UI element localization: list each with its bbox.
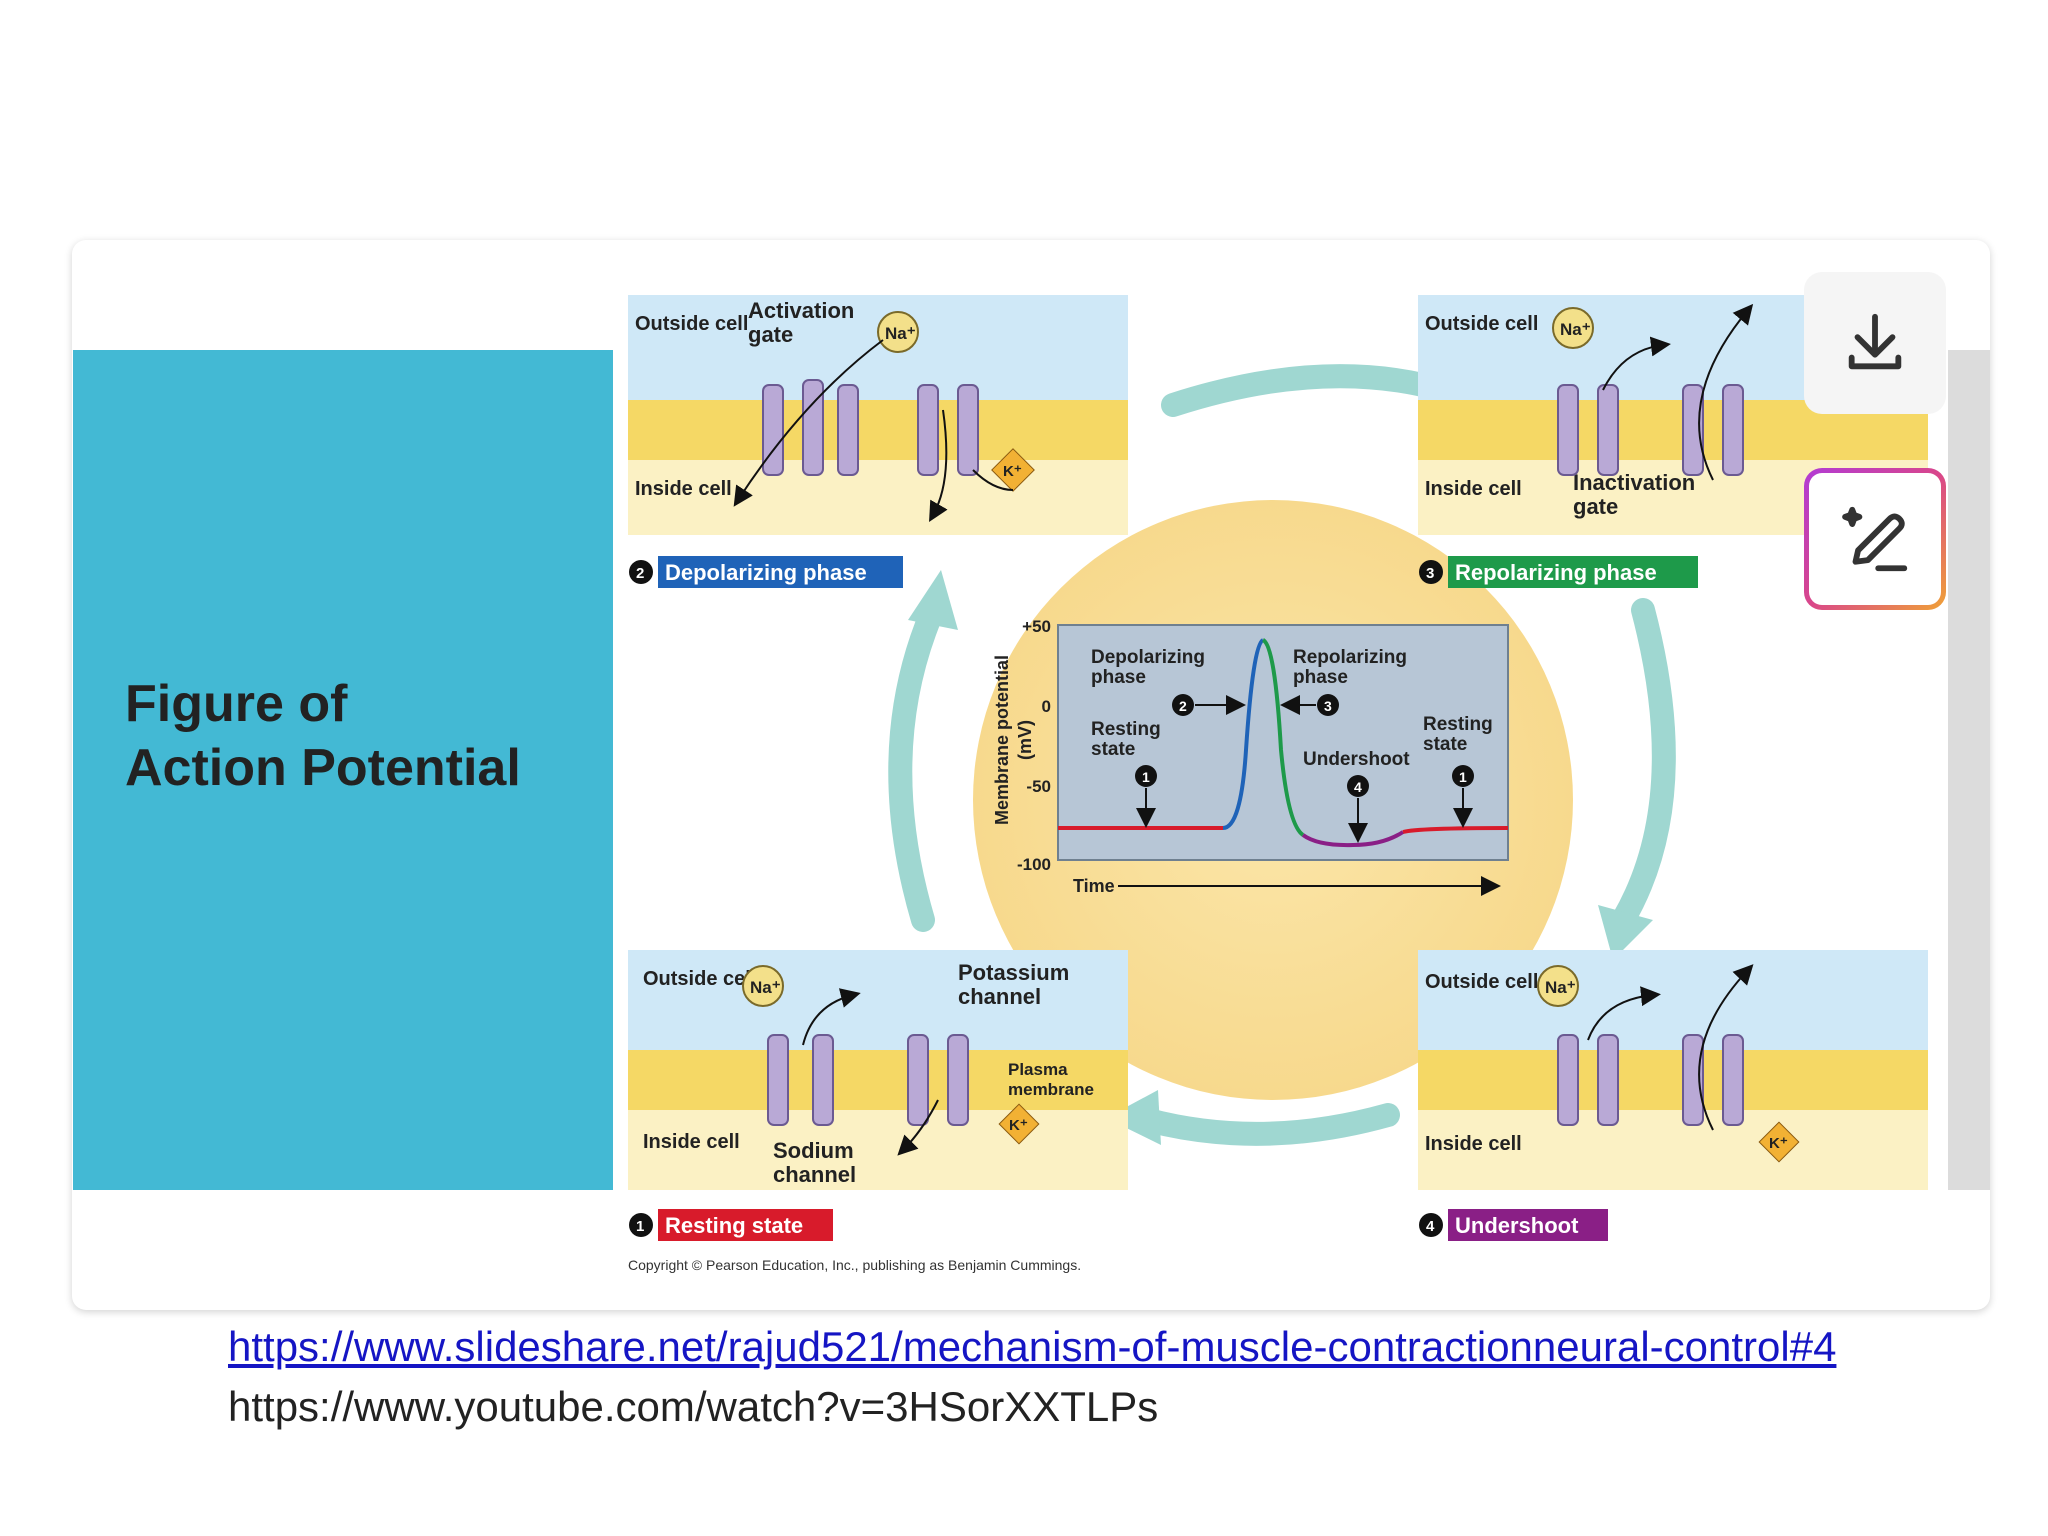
membrane-potential-graph: Membrane potential (mV) +50 0 -50 -100 T… (992, 617, 1509, 896)
graph-marker-3: 3 (1324, 698, 1332, 714)
phase4-number: 4 (1426, 1218, 1435, 1235)
phase1-label: Resting state (665, 1213, 803, 1238)
slide-title: Figure of Action Potential (125, 672, 521, 800)
inactivation-gate-label-1: Inactivation (1573, 470, 1695, 495)
inside-cell-label: Inside cell (1425, 1133, 1522, 1155)
title-panel: Figure of Action Potential (73, 350, 613, 1190)
magic-edit-icon (1842, 506, 1908, 572)
cycle-arrow-left (888, 598, 945, 932)
graph-rest-left-label-2: state (1091, 739, 1135, 760)
outside-cell-label: Outside cell (635, 313, 748, 335)
graph-rest-right-label-2: state (1423, 734, 1467, 755)
panel-undershoot: Outside cell Inside cell Na⁺ K⁺ 4 Unders… (1418, 950, 1928, 1241)
download-icon (1848, 313, 1902, 370)
cycle-arrow-bottom (1136, 1103, 1400, 1146)
graph-repol-label-1: Repolarizing (1293, 647, 1407, 668)
phase3-label: Repolarizing phase (1455, 560, 1657, 585)
ytick-plus50: +50 (1022, 617, 1051, 636)
ytick-0: 0 (1042, 697, 1051, 716)
activation-gate-label-2: gate (748, 322, 793, 347)
graph-undershoot-label: Undershoot (1303, 749, 1410, 770)
right-edge-band (1948, 350, 1990, 1190)
undershoot-trace (1301, 830, 1405, 848)
cycle-arrow-bottom-head (1106, 1090, 1161, 1145)
graph-rest-right-label-1: Resting (1423, 714, 1493, 735)
slide-title-line2: Action Potential (125, 739, 521, 797)
graph-marker-4: 4 (1354, 779, 1362, 795)
plasma-membrane-label-2: membrane (1008, 1080, 1094, 1099)
repolarizing-trace (1261, 638, 1305, 837)
slide-title-line1: Figure of (125, 675, 348, 733)
panel-depolarizing: Outside cell Inside cell Activation gate… (628, 295, 1128, 588)
sodium-channel-label-1: Sodium (773, 1138, 854, 1163)
activation-gate-label-1: Activation (748, 298, 854, 323)
panel-resting: Outside cell Inside cell Potassium chann… (628, 950, 1128, 1273)
graph-depol-label-2: phase (1091, 667, 1146, 688)
phase3-number: 3 (1426, 565, 1434, 582)
download-button[interactable] (1804, 272, 1946, 414)
ytick-minus50: -50 (1026, 777, 1051, 796)
na-ion: Na⁺ (1560, 320, 1591, 339)
k-ion: K⁺ (1003, 463, 1022, 480)
action-potential-figure: Outside cell Inside cell Activation gate… (628, 295, 1928, 1273)
na-ion: Na⁺ (750, 978, 781, 997)
ytick-minus100: -100 (1017, 855, 1051, 874)
sodium-channel-label-2: channel (773, 1162, 856, 1187)
graph-ylabel-1: Membrane potential (992, 655, 1012, 825)
graph-rest-left-label-1: Resting (1091, 719, 1161, 740)
inside-cell-label: Inside cell (1425, 478, 1522, 500)
graph-xlabel: Time (1073, 876, 1115, 896)
outside-cell-label: Outside cell (1425, 971, 1538, 993)
graph-marker-1-right: 1 (1459, 769, 1467, 785)
reference-links: https://www.slideshare.net/rajud521/mech… (228, 1322, 1868, 1432)
cycle-arrow-right-head (1598, 905, 1653, 960)
na-ion: Na⁺ (885, 324, 916, 343)
depolarizing-trace (1222, 638, 1265, 830)
magic-edit-button[interactable] (1804, 468, 1946, 610)
inside-cell-label: Inside cell (635, 478, 732, 500)
graph-marker-2: 2 (1179, 698, 1187, 714)
k-ion: K⁺ (1769, 1135, 1788, 1152)
cycle-arrow-right (1611, 598, 1676, 932)
outside-cell-label: Outside cell (643, 968, 756, 990)
phase2-label: Depolarizing phase (665, 560, 867, 585)
k-ion: K⁺ (1009, 1117, 1028, 1134)
inside-cell-label: Inside cell (643, 1131, 740, 1153)
plasma-membrane-label-1: Plasma (1008, 1060, 1068, 1079)
graph-ylabel-2: (mV) (1015, 720, 1035, 760)
potassium-channel-label-1: Potassium (958, 960, 1069, 985)
potassium-channel-label-2: channel (958, 984, 1041, 1009)
graph-depol-label-1: Depolarizing (1091, 647, 1205, 668)
graph-repol-label-2: phase (1293, 667, 1348, 688)
youtube-url: https://www.youtube.com/watch?v=3HSorXXT… (228, 1383, 1159, 1430)
resting-trace-right (1402, 826, 1509, 834)
slideshare-link[interactable]: https://www.slideshare.net/rajud521/mech… (228, 1323, 1837, 1370)
inactivation-gate-label-2: gate (1573, 494, 1618, 519)
na-ion: Na⁺ (1545, 978, 1576, 997)
phase1-number: 1 (636, 1218, 644, 1235)
phase4-label: Undershoot (1455, 1213, 1579, 1238)
copyright-text: Copyright © Pearson Education, Inc., pub… (628, 1257, 1081, 1273)
outside-cell-label: Outside cell (1425, 313, 1538, 335)
cycle-arrow-left-head (908, 570, 958, 630)
graph-marker-1-left: 1 (1142, 769, 1150, 785)
phase2-number: 2 (636, 565, 644, 582)
